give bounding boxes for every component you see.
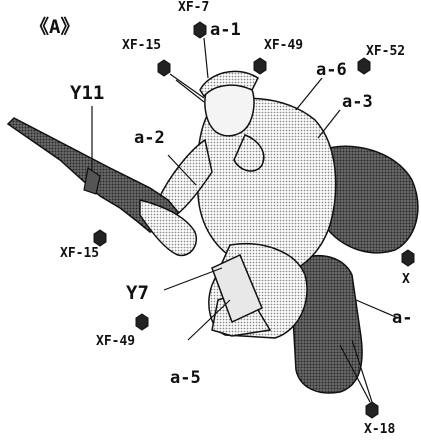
paint-label-xf49-left: XF-49 bbox=[96, 334, 136, 349]
paint-label-xf7: XF-7 bbox=[178, 0, 210, 15]
rifle-stock bbox=[139, 199, 197, 257]
rifle-drum bbox=[83, 166, 101, 195]
rear-boot bbox=[291, 254, 363, 394]
paint-drop-x18 bbox=[365, 401, 379, 419]
paint-drop-xf49-top bbox=[253, 57, 267, 75]
cap bbox=[199, 70, 259, 98]
paint-label-xf49-top: XF-49 bbox=[264, 38, 304, 53]
part-label-a5: a-5 bbox=[170, 368, 201, 388]
paint-label-xf15-top: XF-15 bbox=[122, 38, 162, 53]
paint-drop-xf7 bbox=[193, 21, 207, 39]
part-label-y11: Y11 bbox=[70, 82, 105, 104]
part-label-a6: a-6 bbox=[316, 60, 347, 80]
part-label-a1: a-1 bbox=[210, 20, 241, 40]
panel-label: 《A》 bbox=[30, 16, 80, 38]
part-label-a2: a-2 bbox=[134, 128, 165, 148]
paint-label-x18: X-18 bbox=[364, 422, 396, 437]
part-label-a3: a-3 bbox=[342, 92, 373, 112]
paint-label-x-right: X bbox=[402, 272, 410, 287]
paint-drop-xf49-left bbox=[135, 313, 149, 331]
part-label-y7: Y7 bbox=[126, 282, 149, 304]
paint-drop-xf15-top bbox=[157, 59, 171, 77]
paint-label-xf15-left: XF-15 bbox=[60, 246, 100, 261]
paint-drop-xf52 bbox=[357, 57, 371, 75]
left-arm bbox=[233, 134, 265, 172]
paint-drop-xf15-left bbox=[93, 229, 107, 247]
paint-label-xf52: XF-52 bbox=[366, 44, 406, 59]
part-label-a-right: a- bbox=[392, 308, 413, 328]
paint-drop-x-right bbox=[401, 249, 415, 267]
